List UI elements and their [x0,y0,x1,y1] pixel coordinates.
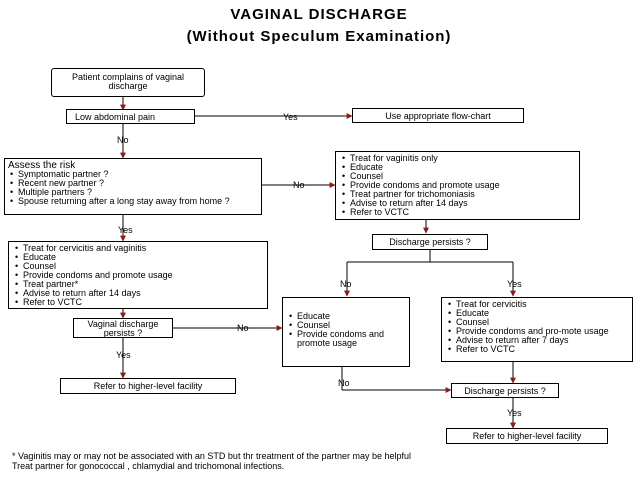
cervicitis-item: Educate [13,253,263,263]
edge-label-yes-persists1: Yes [507,279,522,289]
cervicitis-followup-item: Provide condoms and pro-mote usage [446,327,626,337]
cervicitis-followup-item: Counsel [446,318,628,328]
cervicitis-followup-item: Educate [446,309,628,319]
diagram-title: VAGINAL DISCHARGE [230,6,408,23]
educate-list: Educate Counsel Provide condoms and prom… [287,312,405,348]
educate-item: Counsel [287,321,405,331]
refer-left-text: Refer to higher-level facility [93,381,203,391]
cervicitis-item: Treat partner* [13,280,263,290]
vaginitis-item: Educate [340,163,575,173]
cervicitis-item: Advise to return after 14 days [13,289,263,299]
risk-item: Symptomatic partner ? [8,170,258,180]
footnote-line-1: * Vaginitis may or may not be associated… [12,451,412,461]
risk-item: Recent new partner ? [8,179,258,189]
edge-label-yes-risk: Yes [118,225,133,235]
educate-item: Provide condoms and promote usage [287,330,401,348]
diagram-subtitle: (Without Speculum Examination) [186,28,452,45]
refer-higher-level-left: Refer to higher-level facility [60,378,236,394]
risk-list: Symptomatic partner ? Recent new partner… [8,170,258,207]
vaginitis-item: Treat for vaginitis only [340,154,575,164]
vaginitis-item: Provide condoms and promote usage [340,181,575,191]
cervicitis-followup-item: Treat for cervicitis [446,300,628,310]
cervicitis-item: Provide condoms and promote usage [13,271,263,281]
footnote-line-2: Treat partner for gonococcal , chlamydia… [12,461,285,471]
cervicitis-list: Treat for cervicitis and vaginitis Educa… [13,244,263,308]
edge-label-no-vaginal: No [237,323,249,333]
cervicitis-treatment-node: Treat for cervicitis and vaginitis Educa… [8,241,268,309]
abdominal-pain-text: Low abdominal pain [75,112,156,122]
edge-label-yes-persists2: Yes [507,408,522,418]
discharge-persists-node-1: Discharge persists ? [372,234,488,250]
discharge-persists-node-2: Discharge persists ? [451,383,559,398]
risk-item: Spouse returning after a long stay away … [8,197,250,207]
vaginitis-item: Refer to VCTC [340,208,575,218]
edge-label-yes-vaginal: Yes [116,350,131,360]
start-node: Patient complains of vaginal discharge [51,68,205,97]
vaginitis-item: Counsel [340,172,575,182]
vaginitis-item: Advise to return after 14 days [340,199,575,209]
cervicitis-item: Refer to VCTC [13,298,263,308]
discharge-persists-text-2: Discharge persists ? [464,386,546,396]
start-text: Patient complains of vaginal discharge [71,72,185,91]
cervicitis-followup-list: Treat for cervicitis Educate Counsel Pro… [446,300,628,355]
cervicitis-followup-item: Advise to return after 7 days [446,336,628,346]
risk-assessment-node: Assess the risk Symptomatic partner ? Re… [4,158,262,215]
vaginal-discharge-persists-node: Vaginal discharge persists ? [73,318,173,338]
risk-title: Assess the risk [8,160,76,171]
cervicitis-followup-item: Refer to VCTC [446,345,628,355]
appropriate-flowchart-text: Use appropriate flow-chart [385,111,491,121]
refer-right-text: Refer to higher-level facility [472,431,582,441]
vaginitis-list: Treat for vaginitis only Educate Counsel… [340,154,575,218]
vaginitis-item: Treat partner for trichomoniasis [340,190,575,200]
cervicitis-item: Treat for cervicitis and vaginitis [13,244,263,254]
appropriate-flowchart-node: Use appropriate flow-chart [352,108,524,123]
vaginitis-treatment-node: Treat for vaginitis only Educate Counsel… [335,151,580,220]
edge-label-no-risk: No [293,180,305,190]
edge-label-no-educate: No [338,378,350,388]
cervicitis-item: Counsel [13,262,263,272]
discharge-persists-text-1: Discharge persists ? [389,237,471,247]
abdominal-pain-node: Low abdominal pain [66,109,195,124]
cervicitis-followup-node: Treat for cervicitis Educate Counsel Pro… [441,297,633,362]
edge-label-no-persists1: No [340,279,352,289]
educate-node: Educate Counsel Provide condoms and prom… [282,297,410,367]
vaginal-discharge-persists-text: Vaginal discharge persists ? [87,319,159,338]
educate-item: Educate [287,312,405,322]
edge-label-yes-pain: Yes [283,112,298,122]
risk-item: Multiple partners ? [8,188,258,198]
refer-higher-level-right: Refer to higher-level facility [446,428,608,444]
edge-label-no-pain: No [117,135,129,145]
